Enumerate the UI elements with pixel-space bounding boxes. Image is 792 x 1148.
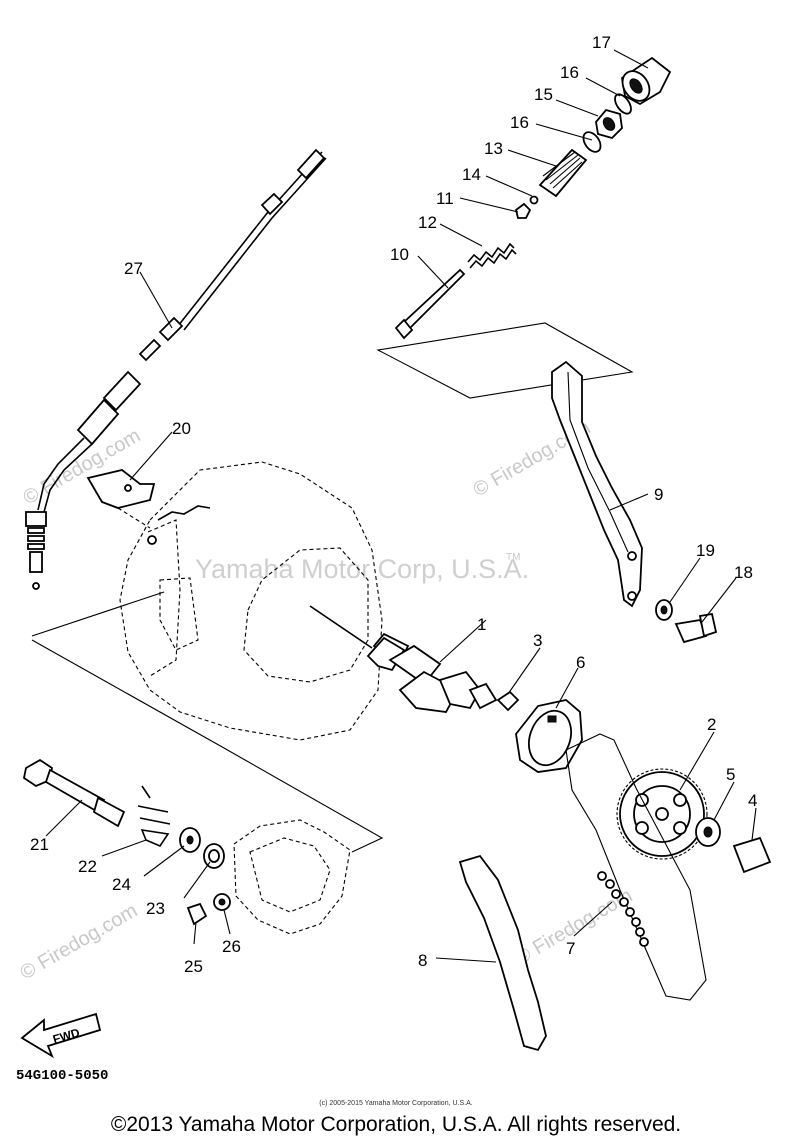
trademark-mark: TM	[506, 552, 520, 563]
cable-bracket[interactable]	[86, 469, 156, 509]
small-copyright: (c) 2005-2015 Yamaha Motor Corporation, …	[319, 1100, 473, 1107]
callout-4: 4	[748, 791, 757, 810]
decompressor-gear[interactable]	[515, 699, 583, 773]
callout-5: 5	[726, 765, 735, 784]
callout-12: 12	[418, 213, 437, 232]
leader-lines	[45, 49, 757, 963]
copyright-footer: ©2013 Yamaha Motor Corporation, U.S.A. A…	[110, 1113, 682, 1136]
callout-11: 11	[436, 189, 454, 208]
o-ring-upper[interactable]	[612, 92, 634, 117]
callout-7: 7	[566, 939, 575, 958]
callout-25: 25	[184, 957, 203, 976]
tensioner-spring[interactable]	[467, 242, 515, 263]
callout-16: 16	[560, 63, 579, 82]
tensioner-assembly	[394, 56, 672, 340]
small-nut[interactable]	[514, 202, 532, 219]
return-spring[interactable]	[137, 785, 171, 847]
callout-18: 18	[734, 563, 753, 582]
callout-8: 8	[418, 951, 427, 970]
decompression-shaft[interactable]	[22, 758, 126, 828]
callout-1: 1	[477, 615, 486, 634]
site-watermark: © Firedog.com	[17, 900, 142, 985]
ball[interactable]	[529, 195, 539, 205]
cam-chain-loop	[565, 733, 707, 1001]
callout-14: 14	[462, 165, 481, 184]
callout-10: 10	[390, 245, 409, 264]
callout-15: 15	[534, 85, 553, 104]
sprocket-bolt[interactable]	[732, 836, 772, 874]
diagram-code: 54G100-5050	[16, 1068, 109, 1084]
decompression-cable[interactable]	[25, 148, 327, 590]
callout-26: 26	[222, 937, 241, 956]
callout-19: 19	[696, 541, 715, 560]
callout-23: 23	[146, 899, 165, 918]
cam-chain[interactable]	[597, 871, 649, 947]
callout-24: 24	[112, 875, 131, 894]
callout-2: 2	[707, 715, 716, 734]
forward-arrow-icon: FWD	[20, 1012, 102, 1059]
callout-3: 3	[533, 631, 542, 650]
alignment-box	[376, 322, 634, 399]
callout-13: 13	[484, 139, 503, 158]
callout-16b: 16	[510, 113, 529, 132]
side-cover-outline	[233, 819, 351, 935]
callout-21: 21	[30, 835, 49, 854]
camshaft[interactable]	[309, 605, 498, 713]
callout-numbers: 1 2 3 4 5 6 7 8 9 10 11 12 13 14 15 16 1…	[30, 33, 757, 976]
callout-9: 9	[654, 485, 663, 504]
chain-guide[interactable]	[458, 854, 547, 1052]
cylinder-head-outline	[119, 461, 383, 741]
tensioner-guide[interactable]	[551, 360, 643, 608]
callout-20: 20	[172, 419, 191, 438]
callout-22: 22	[78, 857, 97, 876]
cam-sprocket[interactable]	[616, 768, 708, 860]
dowel-pin[interactable]	[496, 690, 520, 712]
screw[interactable]	[186, 902, 208, 926]
guide-line	[31, 591, 165, 637]
push-rod[interactable]	[402, 268, 466, 330]
callout-27: 27	[124, 259, 143, 278]
guide-line	[31, 639, 384, 853]
callout-6: 6	[576, 653, 585, 672]
callout-17: 17	[592, 33, 611, 52]
o-ring-lower[interactable]	[580, 129, 604, 155]
brand-watermark: Yamaha Motor Corp, U.S.A.	[195, 554, 529, 584]
